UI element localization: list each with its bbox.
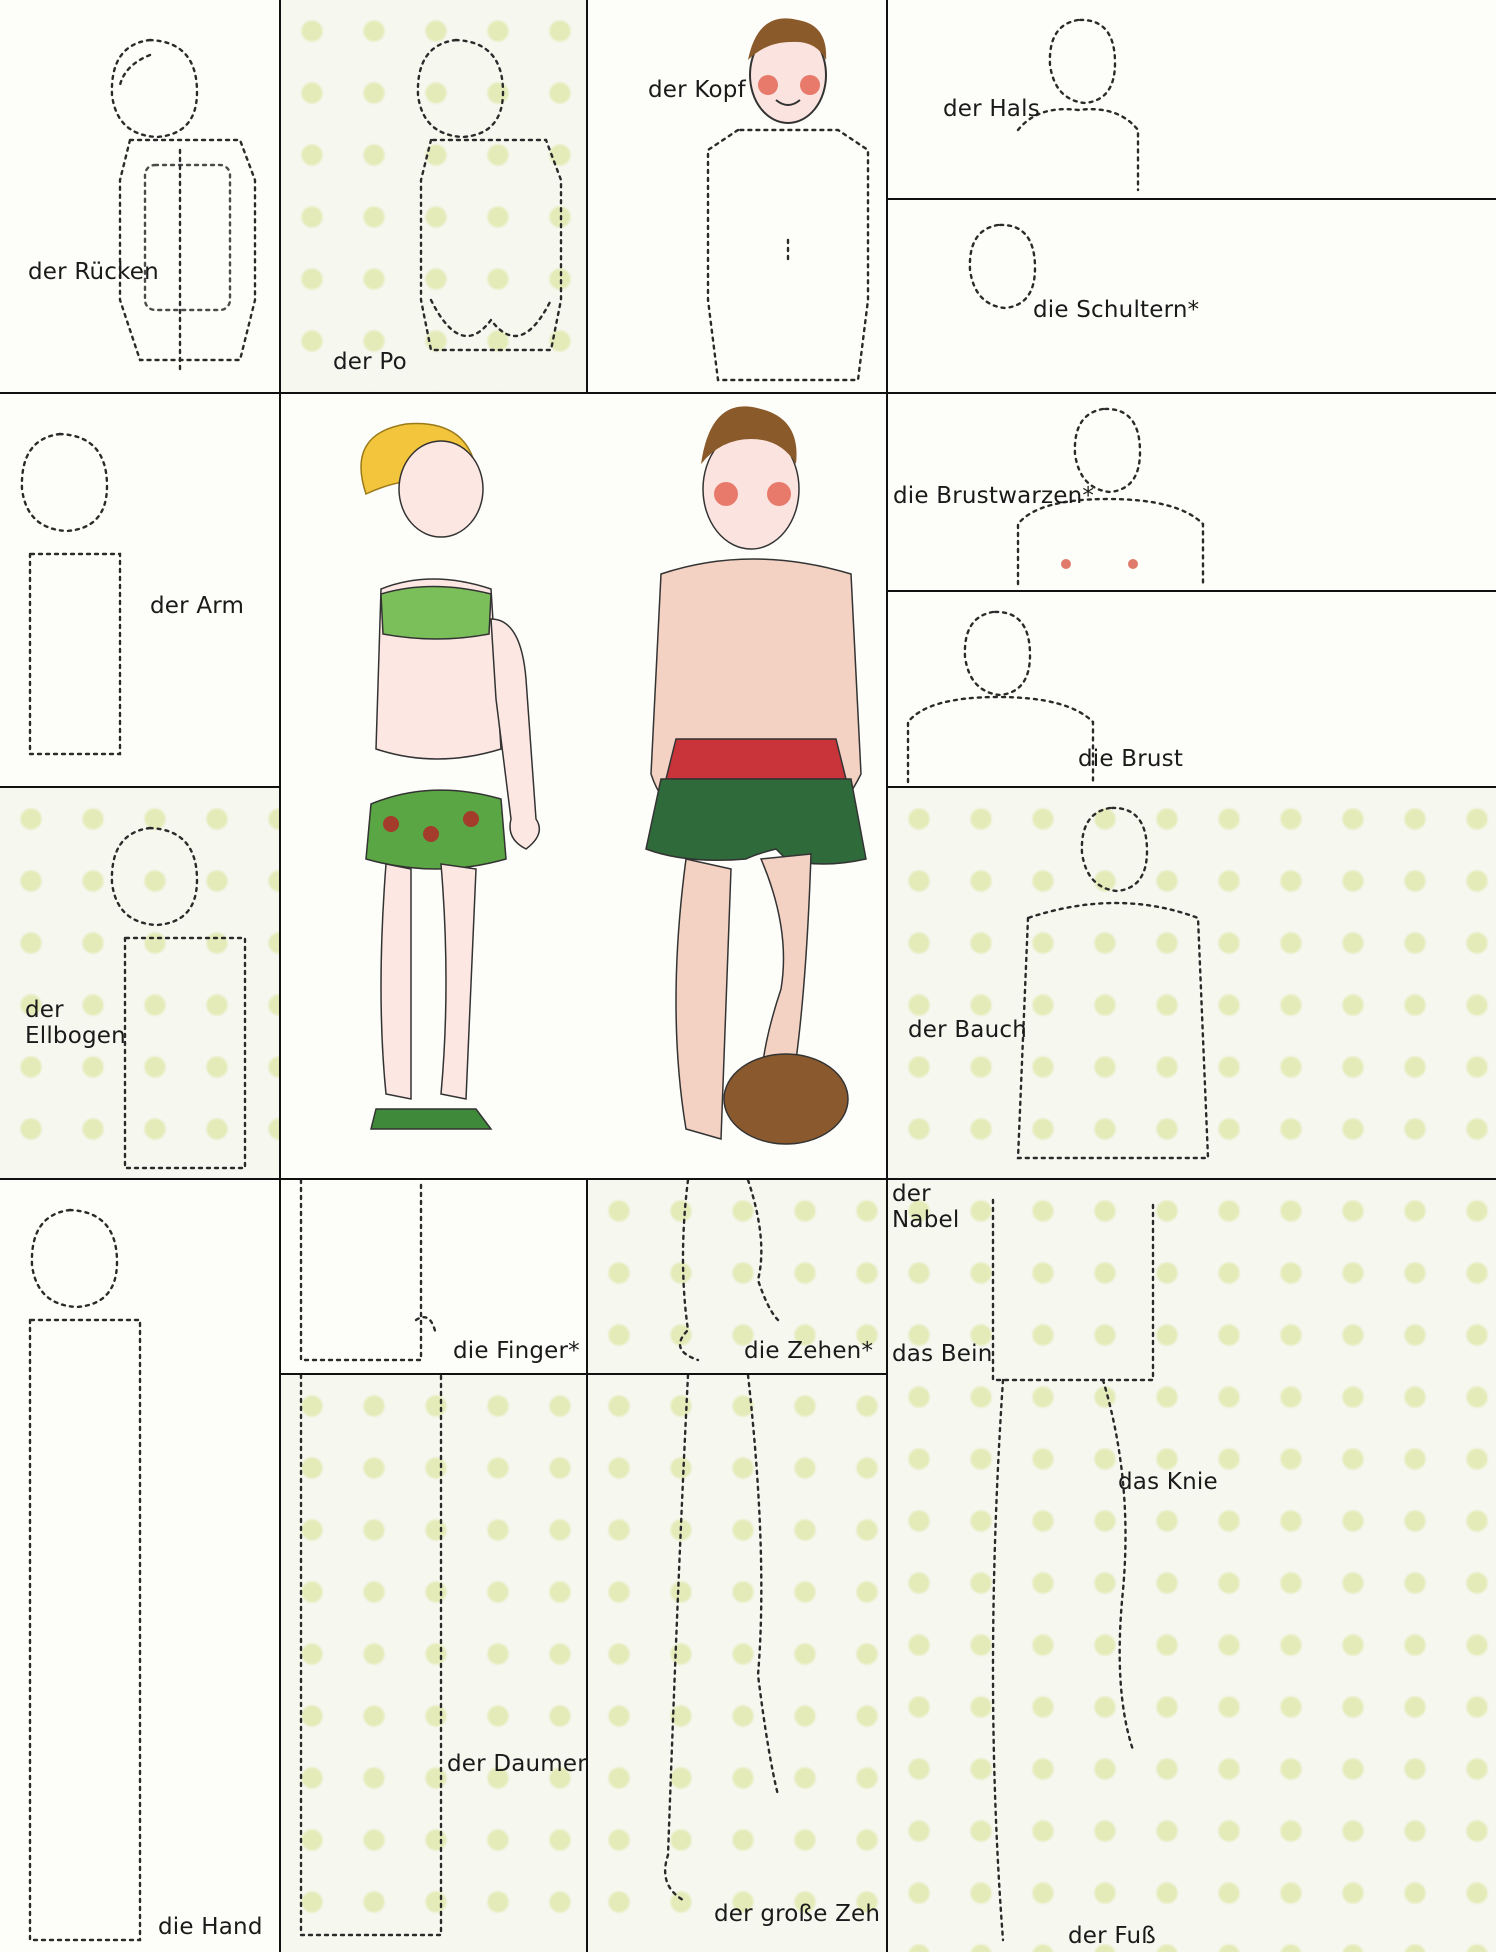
panel-zehen: die Zehen* <box>588 1180 886 1373</box>
panel-center-children <box>281 394 886 1178</box>
girl-back-outline-icon <box>0 394 279 786</box>
panel-ellbogen: der Ellbogen <box>0 788 279 1178</box>
label-hals: der Hals <box>943 95 1040 123</box>
panel-ruecken: der Rücken <box>0 0 279 392</box>
girl-back-outline-icon <box>0 788 279 1178</box>
label-brust: die Brust <box>1078 745 1183 773</box>
label-finger: die Finger* <box>453 1337 580 1365</box>
label-zehen: die Zehen* <box>744 1337 873 1365</box>
label-ellbogen-2: Ellbogen <box>25 1022 126 1050</box>
label-arm: der Arm <box>150 592 244 620</box>
panel-schultern: die Schultern* <box>888 200 1496 392</box>
label-bein: das Bein <box>892 1340 992 1368</box>
label-ellbogen-1: der <box>25 996 64 1024</box>
label-bauch: der Bauch <box>908 1016 1027 1044</box>
panel-daumen: der Daumen <box>281 1375 586 1952</box>
girl-back-outline-icon <box>281 0 586 392</box>
label-nabel-2: Nabel <box>892 1206 959 1234</box>
boy-body-outline-icon <box>888 788 1496 1178</box>
label-ruecken: der Rücken <box>28 258 159 286</box>
label-hand: die Hand <box>158 1913 263 1941</box>
panel-grosse-zeh: der große Zeh <box>588 1375 886 1952</box>
panel-finger: die Finger* <box>281 1180 586 1373</box>
boy-bust-outline-icon <box>888 592 1496 786</box>
label-kopf: der Kopf <box>648 76 746 104</box>
label-knie: das Knie <box>1118 1468 1218 1496</box>
label-schultern: die Schultern* <box>1033 296 1199 324</box>
girl-back-outline-icon <box>0 0 279 392</box>
boy-legs-outline-icon <box>588 1375 886 1952</box>
girl-legs-outline-icon <box>281 1375 586 1952</box>
label-grosse-zeh: der große Zeh <box>714 1900 880 1928</box>
panel-arm: der Arm <box>0 394 279 786</box>
boy-legs-outline-icon <box>888 1180 1496 1952</box>
panel-bein: der Nabel das Bein das Knie der Fuß <box>888 1180 1496 1952</box>
girl-figure-icon <box>281 394 886 1178</box>
panel-hals: der Hals <box>888 0 1496 198</box>
label-nabel-1: der <box>892 1180 931 1208</box>
panel-brustwarzen: die Brustwarzen* <box>888 394 1496 590</box>
label-fuss: der Fuß <box>1068 1922 1156 1950</box>
girl-back-outline-icon <box>0 1180 279 1952</box>
panel-bauch: der Bauch <box>888 788 1496 1178</box>
panel-brust: die Brust <box>888 592 1496 786</box>
panel-hand: die Hand <box>0 1180 279 1952</box>
label-po: der Po <box>333 348 407 376</box>
label-daumen: der Daumen <box>447 1750 586 1778</box>
label-brustwarzen: die Brustwarzen* <box>893 482 1094 510</box>
panel-po: der Po <box>281 0 586 392</box>
panel-kopf: der Kopf <box>588 0 886 392</box>
boy-body-outline-icon <box>588 0 886 392</box>
